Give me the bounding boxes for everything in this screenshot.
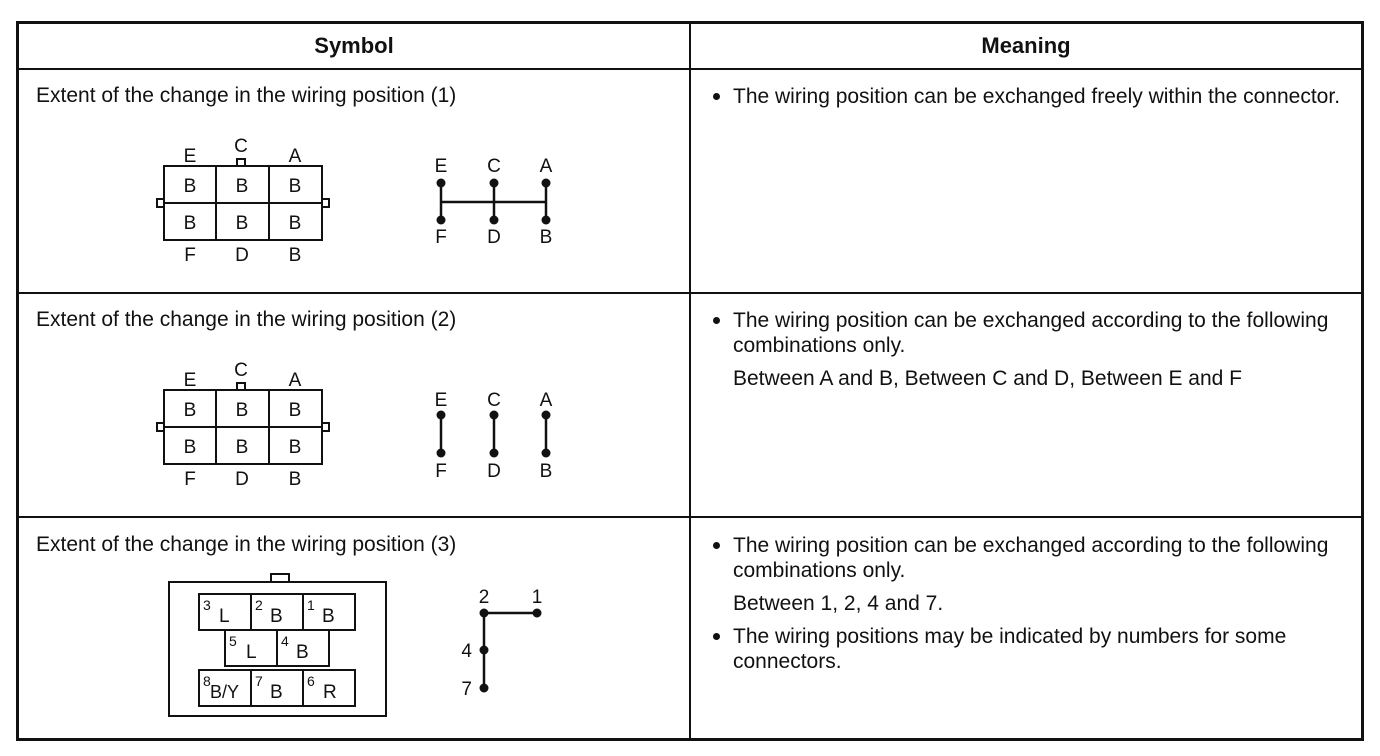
diagram-top-label: E [435,156,448,177]
diagram-bottom-label: D [487,227,501,248]
diagram-bottom-label: F [435,461,447,482]
diagram-bottom-label: F [435,227,447,248]
grid-top-label: E [184,146,197,167]
meaning-bullet: The wiring position can be exchanged fre… [709,84,1349,109]
grid-cell-label: B [236,176,249,197]
diagram-top-label: A [540,156,553,177]
diagram-bottom-label: B [540,461,553,482]
pin-number: 5 [229,633,237,649]
header-divider [19,68,1361,70]
pin-label: L [219,606,230,627]
grid-bottom-label: B [289,469,302,490]
pin-number: 4 [281,633,289,649]
grid-top-label: E [184,370,197,391]
symbol-header: Symbol [314,33,394,58]
grid-cell-label: B [236,213,249,234]
grid-bottom-label: F [184,469,196,490]
pin-label: B [270,682,283,703]
pin-number: 2 [255,597,263,613]
grid-cell-label: B [184,213,197,234]
grid-cell-label: B [289,400,302,421]
diagram-bottom-label: B [540,227,553,248]
pin-number: 8 [203,673,211,689]
pin-label: R [323,682,337,703]
pin-label: B [296,642,309,663]
grid-cell-label: B [184,400,197,421]
grid-cell-label: B [289,213,302,234]
grid-bottom-label: F [184,245,196,266]
row-divider-1 [19,292,1361,294]
meaning-header: Meaning [981,33,1071,58]
pin-label: B [270,606,283,627]
grid-top-label: C [234,136,248,157]
diagram-pin-label: 7 [461,679,472,700]
pin-label: B [322,606,335,627]
row-2-meaning: The wiring position can be exchanged acc… [709,308,1349,391]
grid-bottom-label: B [289,245,302,266]
grid-bottom-label: D [235,469,249,490]
meaning-bullet: The wiring positions may be indicated by… [709,624,1349,674]
diagram-bottom-label: D [487,461,501,482]
pin-number: 6 [307,673,315,689]
row-1-wiring-diagram: E C A F D B [435,156,553,248]
pin-label: B/Y [210,682,239,702]
diagram-top-label: C [487,390,501,411]
diagram-pin-label: 2 [479,587,490,608]
row-3-title: Extent of the change in the wiring posit… [36,533,457,556]
row-2-connector-grid: E C A B B B B B B F D B [156,360,330,490]
diagram-top-label: A [540,390,553,411]
row-2-wiring-diagram: E C A F D B [435,390,553,482]
grid-top-label: A [289,146,302,167]
diagram-pin-label: 1 [532,587,543,608]
row-1-connector-grid: E C A B B B B B B F D B [156,136,330,266]
diagram-top-label: E [435,390,448,411]
row-3-meaning: The wiring position can be exchanged acc… [709,533,1349,674]
meaning-bullet: The wiring position can be exchanged acc… [709,533,1349,583]
column-divider [689,24,691,738]
pin-number: 7 [255,673,263,689]
grid-cell-label: B [184,437,197,458]
grid-cell-label: B [184,176,197,197]
grid-top-label: C [234,360,248,381]
diagram-top-label: C [487,156,501,177]
pin-label: L [246,642,257,663]
grid-cell-label: B [236,437,249,458]
grid-cell-label: B [289,437,302,458]
pin-number: 1 [307,597,315,613]
grid-cell-label: B [289,176,302,197]
wiring-symbol-table: Symbol Meaning Extent of the change in t… [16,21,1364,741]
row-divider-2 [19,516,1361,518]
grid-cell-label: B [236,400,249,421]
row-2-title: Extent of the change in the wiring posit… [36,308,457,331]
meaning-note: Between 1, 2, 4 and 7. [733,592,944,615]
meaning-note: Between A and B, Between C and D, Betwee… [733,367,1242,390]
pin-number: 3 [203,597,211,613]
grid-bottom-label: D [235,245,249,266]
diagram-pin-label: 4 [461,641,472,662]
meaning-bullet: The wiring position can be exchanged acc… [709,308,1349,358]
row-1-title: Extent of the change in the wiring posit… [36,84,457,107]
row-3-wiring-diagram: 2 1 4 7 [461,587,543,700]
grid-top-label: A [289,370,302,391]
row-3-connector-pinout: 3 L 2 B 1 B 5 L 4 B 8 B/Y 7 B 6 R [168,573,387,717]
row-1-meaning: The wiring position can be exchanged fre… [709,84,1349,109]
